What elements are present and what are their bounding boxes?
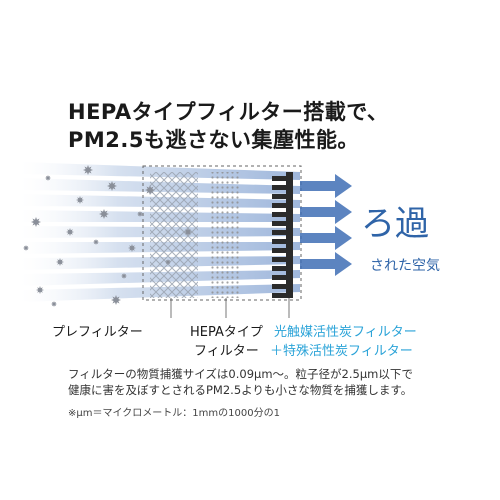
carbon-filter-spine [286, 172, 293, 298]
carbon-filter-tooth [272, 185, 286, 190]
particle [45, 175, 51, 181]
cleaned-air-label: された空気 [370, 258, 440, 274]
particle [31, 217, 41, 227]
carbon-filter-tooth [272, 257, 286, 262]
particle [184, 228, 192, 236]
clean-air-arrow [300, 174, 352, 198]
particle [23, 245, 29, 251]
carbon-filter-panel [272, 172, 293, 298]
hepa-filter-panel [211, 172, 241, 298]
particle [51, 301, 57, 307]
carbon-filter-tooth [272, 176, 286, 181]
particle [83, 165, 93, 175]
particle [99, 209, 109, 219]
carbon-label-line-2: ＋特殊活性炭フィルター [270, 344, 413, 359]
carbon-filter-tooth [272, 284, 286, 289]
particle [145, 185, 155, 195]
note-line-2: 健康に害を及ぼすとされるPM2.5よりも小さな物質を捕獲します。 [68, 383, 413, 397]
footnote: ※μm＝マイクロメートル：1mmの1000分の1 [68, 408, 280, 419]
carbon-filter-tooth [272, 194, 286, 199]
particle [66, 228, 74, 236]
carbon-filter-tooth [272, 230, 286, 235]
particle [111, 295, 121, 305]
particle [137, 211, 143, 217]
headline-line-2: PM2.5も逃さない集塵性能。 [68, 128, 359, 152]
carbon-filter-tooth [272, 248, 286, 253]
note-line-1: フィルターの物質捕獲サイズは0.09μm〜。粒子径が2.5μm以下で [68, 367, 413, 381]
carbon-filter-tooth [272, 203, 286, 208]
headline-line-1: HEPAタイプフィルター搭載で、 [68, 100, 389, 124]
particle [165, 259, 171, 265]
particle [76, 196, 84, 204]
clean-air-arrow [300, 226, 352, 250]
prefilter-panel [150, 172, 198, 298]
particle [128, 244, 136, 252]
particle [93, 239, 99, 245]
carbon-filter-tooth [272, 293, 286, 298]
carbon-filter-tooth [272, 239, 286, 244]
particle [107, 181, 117, 191]
carbon-label-line-1: 光触媒活性炭フィルター [274, 325, 417, 340]
particle [36, 286, 44, 294]
carbon-filter-tooth [272, 221, 286, 226]
clean-air-arrow [300, 200, 352, 224]
clean-air-arrow [300, 252, 352, 276]
particle [56, 258, 64, 266]
particles [23, 165, 192, 307]
hepa-label-line-1: HEPAタイプ [190, 325, 263, 340]
carbon-filter-tooth [272, 266, 286, 271]
particle [121, 273, 127, 279]
carbon-filter-tooth [272, 275, 286, 280]
clean-air-arrows [300, 174, 352, 276]
prefilter-label: プレフィルター [52, 325, 143, 340]
filtered-heading: ろ過 [361, 204, 429, 244]
hepa-label-line-2: フィルター [194, 344, 259, 359]
carbon-filter-tooth [272, 212, 286, 217]
